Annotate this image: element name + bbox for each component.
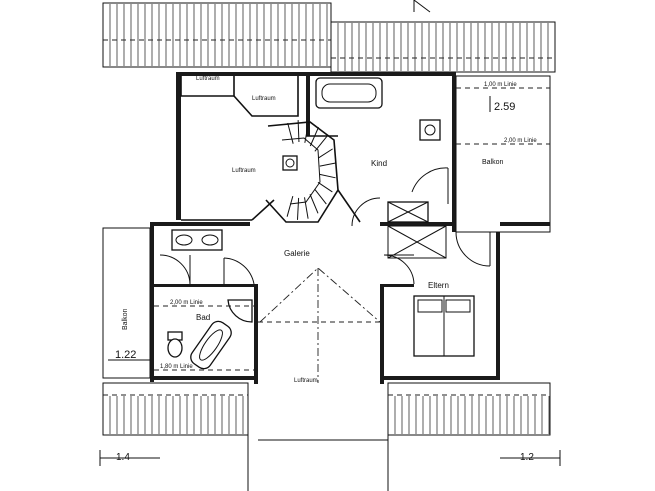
dimension-259: 2.59 (494, 101, 515, 113)
room-label-luftraum-left: Luftraum (232, 168, 256, 174)
stair-tread (314, 188, 327, 205)
room-label-bad: Bad (196, 313, 210, 322)
shelf-kind (387, 201, 447, 259)
room-label-luftraum-bottom: Luftraum (294, 378, 318, 384)
roof-bottom-right (387, 382, 551, 436)
shower-bad (227, 299, 253, 323)
dimension-lines (99, 0, 561, 466)
door-kind (411, 167, 449, 204)
galerie-walls (181, 135, 361, 223)
room-label-galerie: Galerie (284, 249, 310, 258)
stair-tread (314, 136, 328, 152)
room-label-balkon-right: Balkon (482, 159, 504, 166)
room-label-luftraum-mid: Luftraum (252, 96, 276, 102)
walls (102, 72, 551, 384)
room-label-luftraum-top: Luftraum (196, 76, 220, 82)
stair-tread (319, 173, 336, 179)
door-galerie-kind (351, 197, 381, 227)
stair-tread (317, 148, 333, 159)
roof-top-right (330, 21, 556, 73)
door-bad (159, 254, 191, 285)
stair-tread (309, 194, 319, 214)
room-label-kind: Kind (371, 159, 387, 168)
door-balkon (455, 231, 491, 267)
toilet-bad (167, 331, 183, 358)
line-label-200-right: 2,00 m Linie (504, 138, 537, 144)
stair-tread (296, 197, 300, 220)
stair-tread (287, 122, 294, 144)
stair-tread (286, 196, 294, 217)
bathtub-bad (190, 320, 232, 370)
level-lines (154, 87, 550, 371)
room-label-balkon-left: Balkon (122, 308, 129, 330)
stair-tread (304, 121, 310, 143)
door-galerie-left (223, 257, 255, 285)
stair-tread (317, 181, 333, 193)
stair-tread (319, 162, 336, 167)
roof-top-left (102, 2, 332, 68)
sinks-double (171, 229, 223, 251)
line-label-100: 1,00 m Linie (484, 82, 517, 88)
dimension-122: 1.22 (115, 349, 136, 361)
dimension-14: 1.4 (116, 452, 130, 463)
roof-bottom-left (102, 382, 249, 436)
stair (265, 120, 339, 223)
room-label-eltern: Eltern (428, 281, 449, 290)
sink-kind (419, 119, 441, 141)
line-label-200-left: 2,00 m Linie (170, 300, 203, 306)
dimension-12: 1.2 (520, 452, 534, 463)
door-eltern (383, 254, 415, 285)
line-label-180: 1,80 m Linie (160, 364, 193, 370)
bathtub-kind (315, 77, 383, 109)
stair-tread (304, 197, 309, 219)
luftraum-top-outline (180, 76, 299, 117)
roof-ridge-lines (247, 267, 389, 491)
stair-tread (297, 120, 300, 143)
bed-eltern (413, 295, 475, 357)
